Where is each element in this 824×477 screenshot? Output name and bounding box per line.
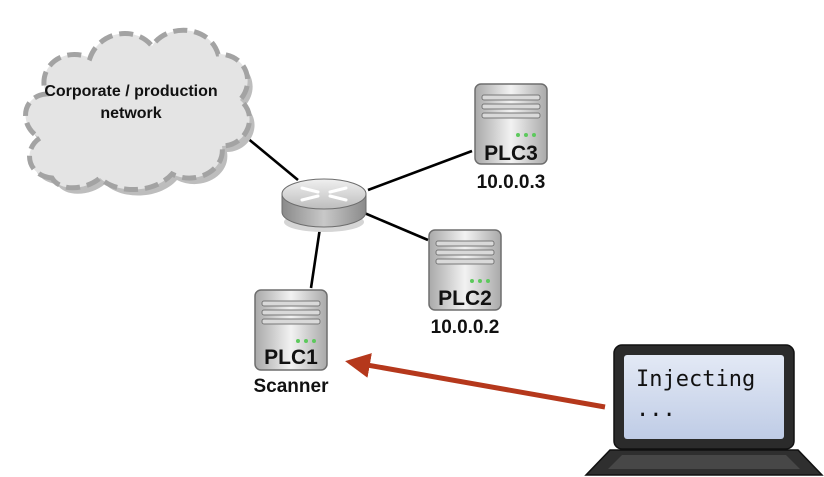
attacker-laptop: Injecting ... — [584, 344, 824, 476]
router-arrows-icon — [300, 186, 348, 202]
plc2-ip: 10.0.0.2 — [431, 317, 500, 338]
laptop-screen-line1: Injecting — [636, 367, 755, 392]
plc1-caption: Scanner — [254, 376, 330, 397]
laptop-keyboard — [608, 455, 800, 469]
laptop-screen-line2: ... — [636, 397, 676, 422]
plc2-id: PLC2 — [438, 287, 492, 310]
plc1-id: PLC1 — [264, 346, 318, 369]
server-icon — [254, 289, 328, 371]
laptop-screen — [624, 355, 784, 439]
server-icon — [428, 229, 502, 311]
plc3-node: PLC3 10.0.0.3 — [474, 83, 548, 193]
link-router-plc3 — [367, 149, 473, 192]
plc1-node: PLC1 Scanner — [254, 289, 330, 397]
plc3-ip: 10.0.0.3 — [477, 172, 546, 193]
link-router-plc1 — [309, 227, 322, 289]
router — [281, 178, 367, 232]
cloud-shape — [23, 27, 252, 192]
plc2-node: PLC2 10.0.0.2 — [428, 229, 502, 338]
server-icon — [474, 83, 548, 165]
cloud-label-line1: Corporate / production — [44, 83, 217, 100]
attack-arrow — [345, 353, 606, 410]
router-top — [281, 178, 367, 210]
link-router-plc2 — [361, 210, 429, 242]
plc3-id: PLC3 — [484, 142, 538, 165]
corporate-network-cloud: Corporate / production network — [23, 27, 255, 196]
cloud-label-line2: network — [100, 105, 161, 122]
